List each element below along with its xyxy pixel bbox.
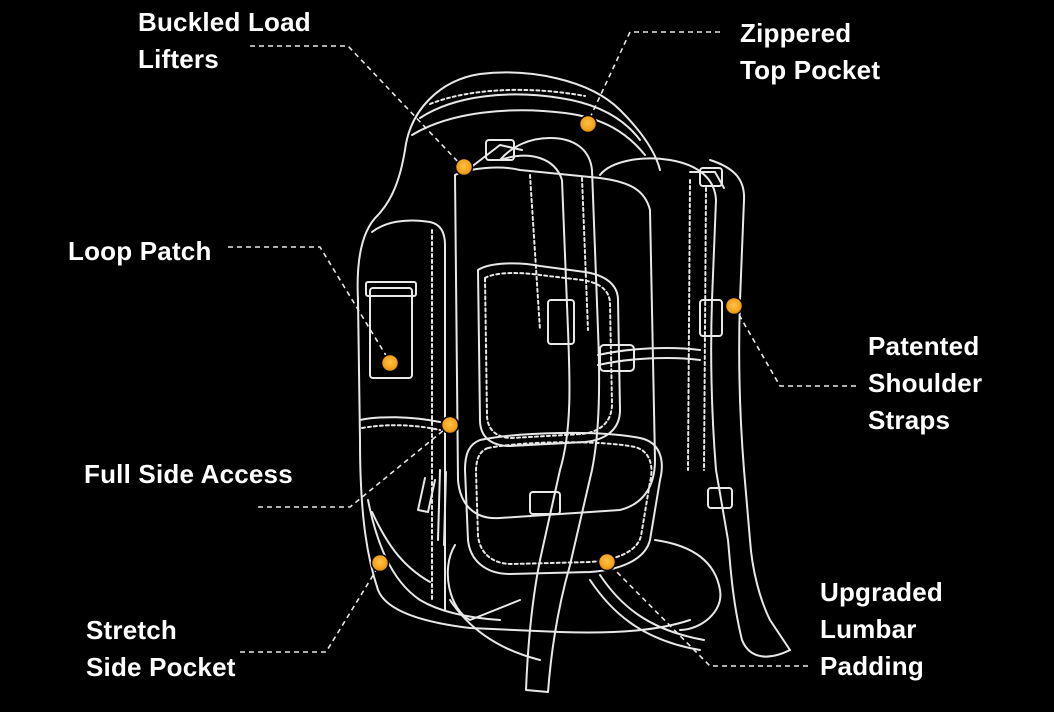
callout-stretch-pocket: Stretch Side Pocket — [86, 612, 236, 686]
marker-lumbar-padding — [597, 552, 617, 572]
callout-top-pocket-line1: Zippered — [740, 18, 852, 48]
leader-lines — [228, 31, 856, 667]
callout-loop-patch: Loop Patch — [68, 233, 212, 270]
marker-side-access — [440, 415, 460, 435]
leader-shoulder-straps — [733, 305, 856, 387]
marker-top-pocket — [578, 114, 598, 134]
marker-stretch-pocket — [370, 553, 390, 573]
callout-shoulder-straps-line1: Patented — [868, 331, 980, 361]
callout-stretch-pocket-line1: Stretch — [86, 615, 177, 645]
marker-shoulder-straps — [724, 296, 744, 316]
callout-load-lifters: Buckled Load Lifters — [138, 4, 311, 78]
callout-top-pocket: Zippered Top Pocket — [740, 15, 880, 89]
leader-top-pocket — [587, 31, 720, 123]
marker-loop-patch — [380, 353, 400, 373]
callout-lumbar-padding: Upgraded Lumbar Padding — [820, 574, 943, 685]
leader-load-lifters — [250, 45, 463, 167]
callout-shoulder-straps: Patented Shoulder Straps — [868, 328, 982, 439]
marker-load-lifters — [454, 157, 474, 177]
callout-shoulder-straps-line2: Shoulder — [868, 368, 983, 398]
callout-lumbar-padding-line1: Upgraded — [820, 577, 943, 607]
callout-side-access-line1: Full Side Access — [84, 459, 293, 489]
leader-loop-patch — [228, 246, 391, 363]
feature-markers — [370, 114, 744, 573]
leader-side-access — [258, 424, 451, 508]
callout-lumbar-padding-line2: Lumbar — [820, 614, 917, 644]
callout-load-lifters-line2: Lifters — [138, 44, 219, 74]
callout-side-access: Full Side Access — [84, 456, 293, 493]
callout-loop-patch-line1: Loop Patch — [68, 236, 212, 266]
callout-load-lifters-line1: Buckled Load — [138, 7, 311, 37]
callout-lumbar-padding-line3: Padding — [820, 651, 924, 681]
leader-stretch-pocket — [240, 563, 381, 653]
callout-shoulder-straps-line3: Straps — [868, 405, 951, 435]
callout-top-pocket-line2: Top Pocket — [740, 55, 881, 85]
backpack-body — [356, 71, 791, 693]
callout-stretch-pocket-line2: Side Pocket — [86, 652, 236, 682]
